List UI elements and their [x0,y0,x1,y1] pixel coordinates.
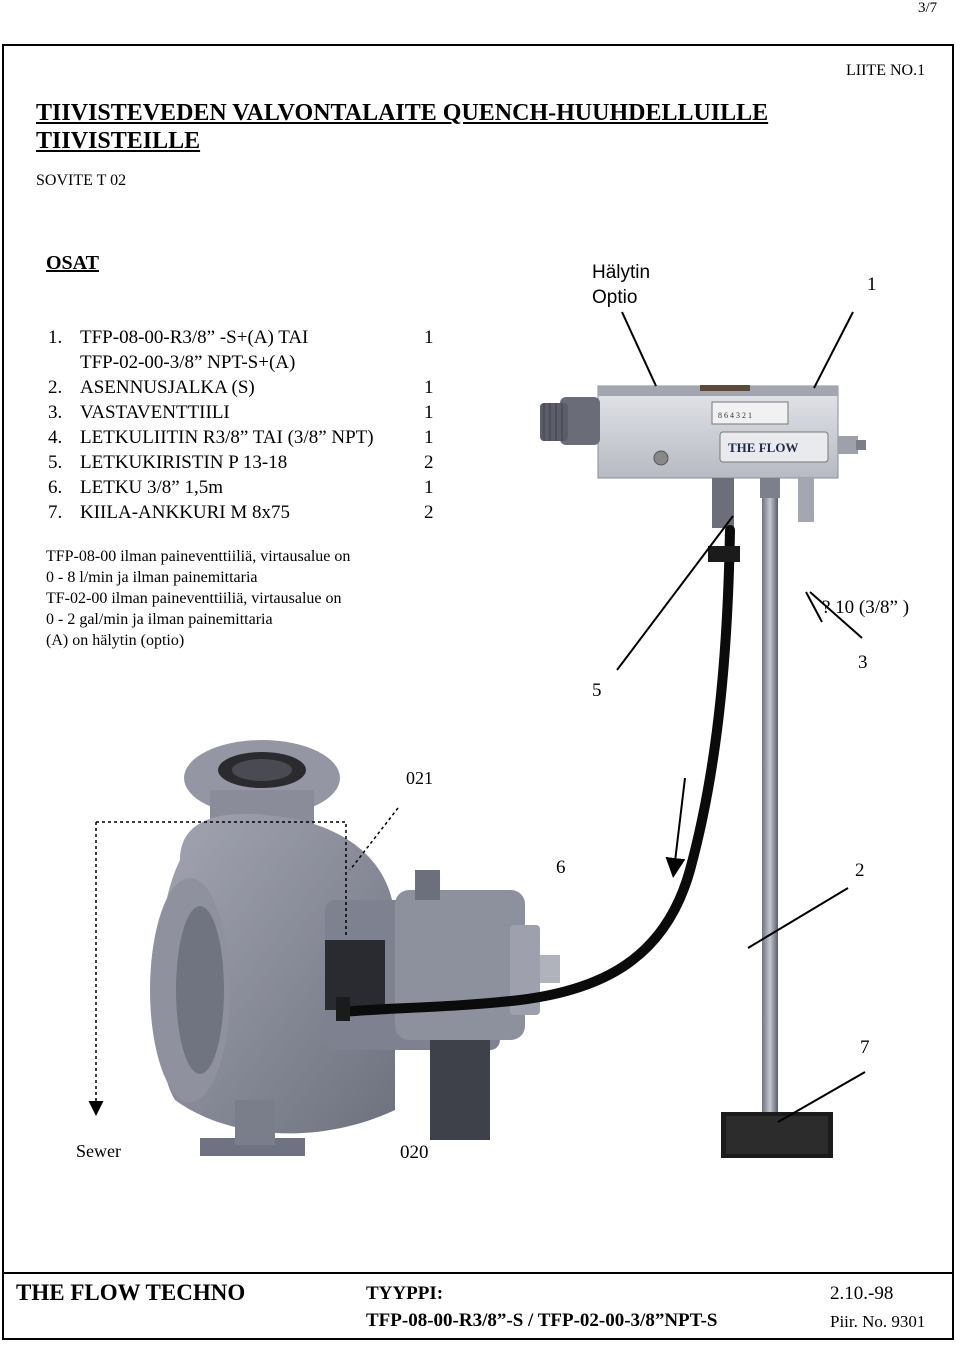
attachment-label: LIITE NO.1 [846,62,926,79]
hose-clamp-bottom [336,997,350,1021]
parts-heading: OSAT [46,252,99,274]
part-number: 7. [48,502,63,523]
part-name: LETKU 3/8” 1,5m [80,477,224,498]
part-name: LETKUKIRISTIN P 13-18 [80,452,288,473]
part-qty: 1 [424,477,434,498]
callout-6: 6 [556,857,566,878]
part-name: KIILA-ANKKURI M 8x75 [80,502,291,523]
part-number: 3. [48,402,63,423]
alarm-label-line-2: Optio [592,287,638,308]
part-number: 1. [48,327,63,348]
part-name: LETKULIITIN R3/8” TAI (3/8” NPT) [80,427,374,448]
callout-3: 3 [858,652,868,673]
part-number: 6. [48,477,63,498]
callout-7: 7 [860,1037,870,1058]
page-frame [2,44,954,1340]
part-number: 2. [48,377,63,398]
mounting-stand [721,492,833,1158]
gauge-scale: 8 6 4 3 2 1 [718,411,752,420]
flow-monitor-device: 8 6 4 3 2 1 THE FLOW [540,385,866,528]
callout-021: 021 [406,768,433,788]
callout-10: ? 10 (3/8” ) [822,597,910,618]
page-number: 3/7 [918,0,938,16]
part-number: 4. [48,427,63,448]
callout-2: 2 [855,860,865,881]
note-line: (A) on hälytin (optio) [46,632,185,649]
part-qty: 2 [424,452,434,473]
subtitle: SOVITE T 02 [36,172,127,189]
part-qty: 1 [424,402,434,423]
footer-type-label: TYYPPI: [366,1283,444,1304]
callout-5: 5 [592,680,602,701]
part-name: TFP-02-00-3/8” NPT-S+(A) [80,352,296,373]
footer-type-value: TFP-08-00-R3/8”-S / TFP-02-00-3/8”NPT-S [366,1310,718,1331]
part-name: TFP-08-00-R3/8” -S+(A) TAI [80,327,309,348]
part-qty: 1 [424,377,434,398]
centrifugal-pump [150,740,560,1156]
title-line-1: TIIVISTEVEDEN VALVONTALAITE QUENCH-HUUHD… [36,100,769,126]
note-line: TFP-08-00 ilman paineventtiiliä, virtaus… [46,548,351,565]
part-name: VASTAVENTTIILI [80,402,230,423]
footer-date: 2.10.-98 [830,1283,894,1304]
alarm-label-line-1: Hälytin [592,262,651,283]
footer-company: THE FLOW TECHNO [16,1280,246,1305]
device-brand: THE FLOW [728,440,798,455]
callout-020: 020 [400,1142,429,1163]
title-line-2: TIIVISTEILLE [36,128,201,154]
hose-clamp-top [708,546,740,562]
footer-drawing-no: Piir. No. 9301 [830,1312,926,1331]
note-line: 0 - 8 l/min ja ilman painemittaria [46,569,258,586]
callout-sewer: Sewer [76,1141,121,1161]
note-line: TF-02-00 ilman paineventtiiliä, virtausa… [46,590,342,607]
part-qty: 1 [424,427,434,448]
part-number: 5. [48,452,63,473]
part-qty: 2 [424,502,434,523]
part-qty: 1 [424,327,434,348]
footer-divider [2,1272,954,1274]
note-line: 0 - 2 gal/min ja ilman painemittaria [46,611,273,628]
callout-1: 1 [867,274,877,295]
hose [338,525,735,1017]
part-name: ASENNUSJALKA (S) [80,377,255,398]
part-item: 1. [48,325,62,350]
